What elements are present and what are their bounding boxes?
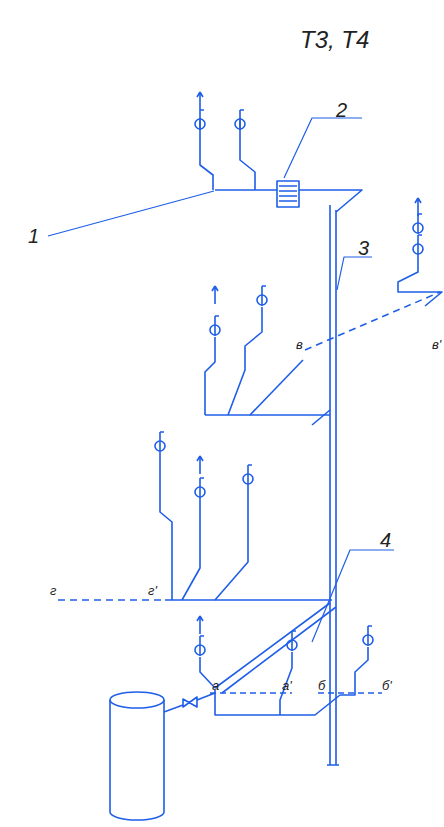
section-line xyxy=(210,692,292,694)
tap-symbol xyxy=(287,631,297,651)
shower-symbol xyxy=(212,286,218,304)
tap-symbol xyxy=(155,432,165,452)
tap-symbol xyxy=(413,214,423,234)
section-mark: г' xyxy=(148,584,157,597)
section-line xyxy=(318,692,382,694)
shower-symbol xyxy=(197,456,203,474)
branch-pipe xyxy=(200,118,255,190)
tap-symbol xyxy=(210,316,220,336)
valve-symbol xyxy=(183,697,197,707)
branch-pipe xyxy=(250,360,303,415)
leader-line xyxy=(312,550,394,642)
tap-symbol xyxy=(363,626,373,646)
branch-pipe xyxy=(160,452,172,600)
coil-symbol xyxy=(277,181,299,207)
section-mark: в xyxy=(296,338,303,351)
branch-pipe xyxy=(205,337,215,415)
callout-number: 3 xyxy=(358,238,369,258)
supply-pipe xyxy=(215,603,336,693)
coil-symbol xyxy=(279,186,297,201)
tap-symbol xyxy=(195,636,205,656)
branch-pipe xyxy=(312,410,330,425)
tap-symbol xyxy=(243,465,253,485)
water-heater xyxy=(110,692,164,708)
branch-pipe xyxy=(165,599,332,601)
tap-symbol xyxy=(195,110,205,130)
shower-symbol xyxy=(197,92,203,110)
drawing-title: Т3, Т4 xyxy=(300,28,369,52)
section-line xyxy=(305,292,440,350)
leader-line xyxy=(337,257,372,290)
tap-symbol xyxy=(235,110,245,130)
branch-pipe xyxy=(215,485,248,600)
section-mark: г xyxy=(50,584,56,597)
shower-symbol xyxy=(197,616,203,634)
branch-pipe xyxy=(280,652,292,715)
water-heater xyxy=(110,700,164,820)
section-mark: в' xyxy=(432,338,441,351)
tap-symbol xyxy=(413,235,423,255)
callout-number: 2 xyxy=(336,100,347,120)
section-mark: а' xyxy=(282,679,292,692)
section-line xyxy=(58,599,165,601)
branch-pipe xyxy=(228,307,262,415)
branch-pipe xyxy=(182,498,200,600)
section-mark: б' xyxy=(382,679,392,692)
tap-symbol xyxy=(257,286,267,306)
leader-line xyxy=(48,191,214,236)
section-mark: а xyxy=(212,679,219,692)
leader-line xyxy=(284,118,362,178)
tap-symbol xyxy=(195,478,205,498)
branch-pipe xyxy=(205,414,330,416)
callout-number: 1 xyxy=(28,226,39,246)
branch-pipe xyxy=(398,255,442,306)
branch-pipe xyxy=(164,693,215,712)
branch-pipe xyxy=(340,647,368,695)
callout-number: 4 xyxy=(380,530,391,550)
section-mark: б xyxy=(318,679,325,692)
